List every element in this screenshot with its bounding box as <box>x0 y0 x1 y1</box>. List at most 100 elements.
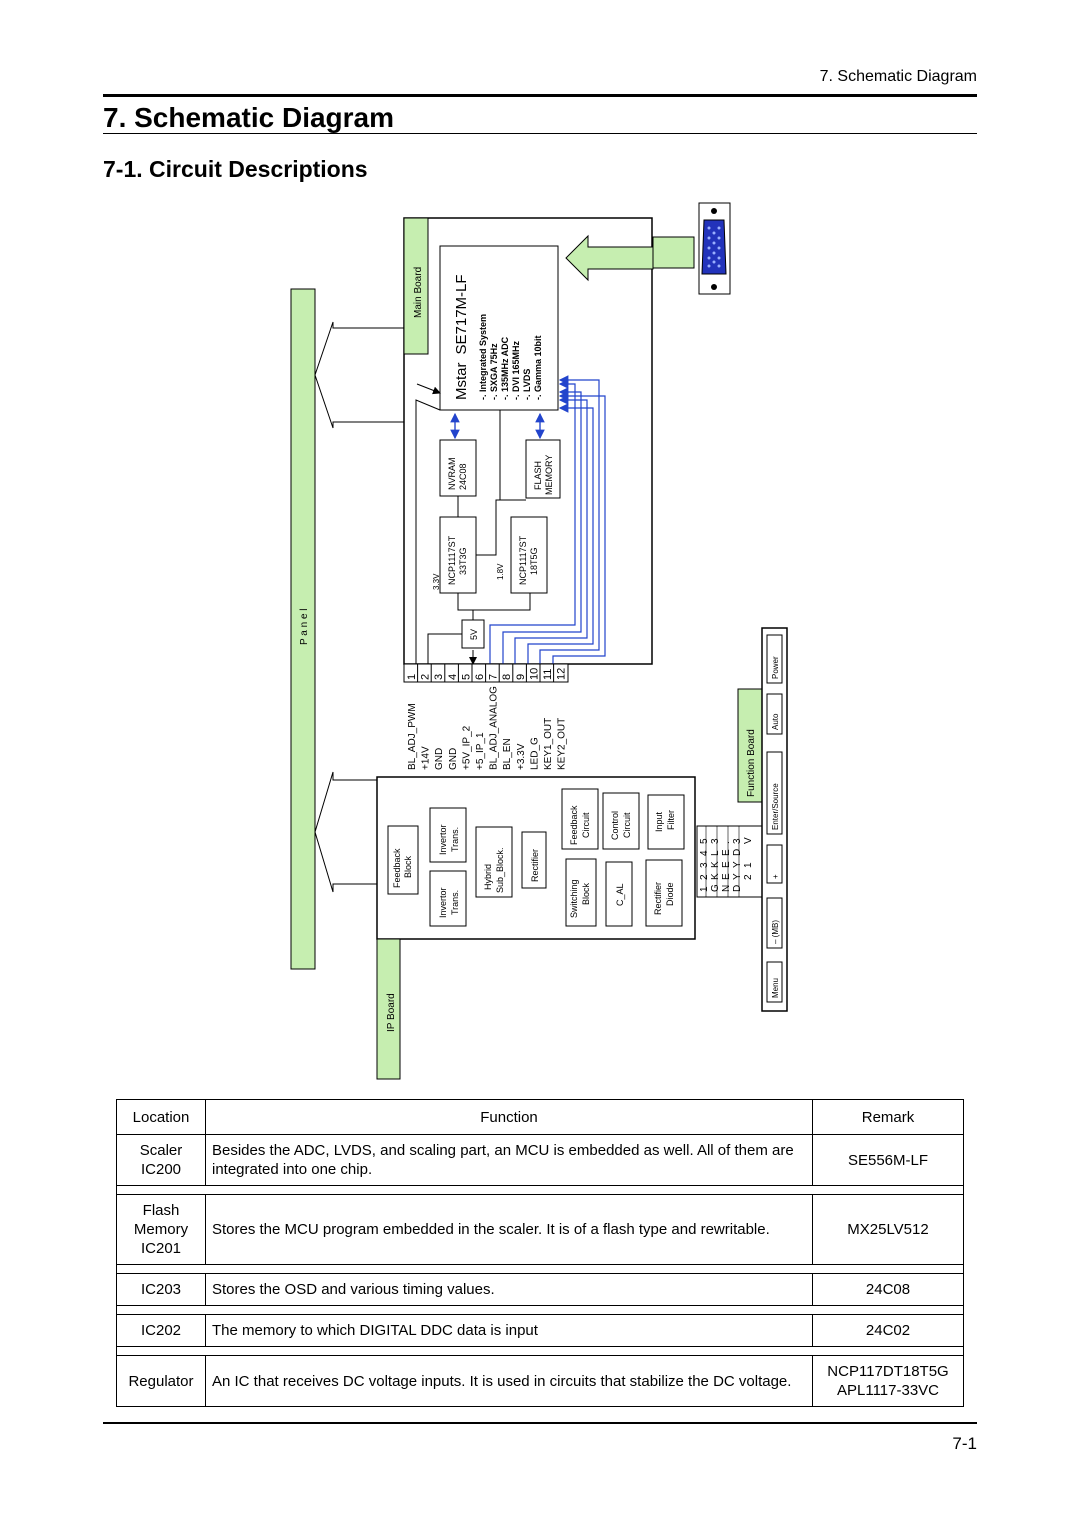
function-key-label: + <box>771 874 780 879</box>
panel-block: P a n e l <box>290 288 316 970</box>
function-pin-cell: 2 <box>743 874 754 880</box>
function-key-label: Enter/Source <box>771 783 780 830</box>
invertor-bottom-label: Invertor <box>438 887 448 918</box>
vga-input-arrow <box>565 234 695 282</box>
pin-name: BL_ADJ_ANALOG <box>489 686 500 770</box>
reg1-suffix: 33T3G <box>458 547 468 575</box>
control-circuit-label: Control <box>610 811 620 840</box>
cell-remark: 24C02 <box>812 1314 964 1347</box>
function-key-label: Menu <box>771 978 780 998</box>
invertor-top-label: Invertor <box>438 824 448 855</box>
nvram-chip <box>439 439 477 497</box>
function-pin-cell: D <box>732 885 743 892</box>
reg-5v-label: 5V <box>469 629 479 640</box>
function-pin-cell: 3 <box>732 838 743 844</box>
scaler-part: SE717M-LF <box>453 274 470 354</box>
function-pin-cell: 3 <box>710 838 721 844</box>
section-title: 7-1. Circuit Descriptions <box>103 156 368 182</box>
header-function: Function <box>205 1099 813 1135</box>
pin-number: 7 <box>488 674 500 680</box>
pin-name: +3.3V <box>516 743 527 770</box>
function-pin-cell: G <box>710 884 721 892</box>
cell-remark: NCP117DT18T5G APL1117-33VC <box>812 1355 964 1407</box>
function-pin-cell: Y <box>732 873 743 880</box>
ip-board-label: IP Board <box>386 993 397 1032</box>
function-pin-cell: K <box>710 873 721 880</box>
pin-name: +5_IP_1 <box>475 732 486 770</box>
function-key <box>766 693 783 735</box>
hybrid-sub: Sub_Block. <box>495 847 505 893</box>
function-pin-cell: V <box>743 837 754 844</box>
pin-name: KEY1_OUT <box>543 718 554 770</box>
function-pin-cell: 5 <box>699 838 710 844</box>
rectifier-diode-sub: Diode <box>665 882 675 906</box>
table-spacer <box>116 1185 964 1195</box>
switching-block-sub: Block <box>581 882 591 905</box>
pin-number: 6 <box>474 674 486 680</box>
flash-chip <box>525 439 561 499</box>
cell-location: Scaler IC200 <box>116 1134 206 1186</box>
cell-function: Stores the OSD and various timing values… <box>205 1273 813 1306</box>
c-al-label: C_AL <box>615 883 625 906</box>
cell-location: IC203 <box>116 1273 206 1306</box>
nvram-label: NVRAM <box>447 457 457 490</box>
input-filter-label: Input <box>654 811 664 832</box>
function-pin-cell: E <box>721 873 732 880</box>
pin-number: 12 <box>556 668 568 680</box>
flash-memory-label: MEMORY <box>544 455 554 495</box>
header-location: Location <box>116 1099 206 1135</box>
feedback-block-sub: Block <box>403 855 413 878</box>
switching-block-label: Switching <box>569 879 579 918</box>
rectifier-label: Rectifier <box>530 849 540 882</box>
cell-function: An IC that receives DC voltage inputs. I… <box>205 1355 813 1407</box>
function-pin-cell: 4 <box>699 850 710 856</box>
table-header-row: Location Function Remark <box>116 1099 964 1135</box>
scaler-feature: -. Gamma 10bit <box>533 335 543 400</box>
cell-remark: MX25LV512 <box>812 1194 964 1265</box>
table-spacer <box>116 1305 964 1315</box>
function-pin-cell: 2 <box>699 874 710 880</box>
feedback-block-label: Feedback <box>392 848 402 888</box>
function-pin-cell: D <box>732 849 743 856</box>
reg1-voltage: 3.3V <box>432 573 441 590</box>
cell-location: IC202 <box>116 1314 206 1347</box>
pin-name: KEY2_OUT <box>557 718 568 770</box>
feedback-circuit-label: Feedback <box>569 805 579 845</box>
block-diagram: P a n e l Main Board MstarSE717M-LF -. I… <box>290 202 788 1080</box>
function-key-label: Power <box>771 656 780 679</box>
pin-number: 10 <box>528 668 540 680</box>
function-pin-cell: 3 <box>699 862 710 868</box>
table-spacer <box>116 1264 964 1274</box>
reg1-part: NCP1117ST <box>447 535 457 585</box>
reg2-part: NCP1117ST <box>518 535 528 585</box>
panel-label: P a n e l <box>299 608 310 645</box>
cell-remark: 24C08 <box>812 1273 964 1306</box>
pin-number: 11 <box>542 669 554 680</box>
scaler-feature: -. SXGA 75Hz <box>489 343 499 400</box>
function-pin-cell: 1 <box>699 886 710 892</box>
scaler-feature: -. Integrated System <box>478 314 488 400</box>
hybrid-label: Hybrid <box>483 864 493 890</box>
flash-label: FLASH <box>533 461 543 490</box>
ip-board: IP Board Feedback Block Invertor Trans. … <box>376 776 696 1080</box>
pin-number: 5 <box>460 674 472 680</box>
main-connector: 1BL_ADJ_PWM2+14V3GND4GND5+5V_IP_26+5_IP_… <box>403 663 569 770</box>
reg2-voltage: 1.8V <box>496 563 505 580</box>
regulator-1v8 <box>510 516 548 594</box>
cell-function: Stores the MCU program embedded in the s… <box>205 1194 813 1265</box>
function-board-label: Function Board <box>746 729 757 797</box>
pin-number: 8 <box>501 674 513 680</box>
vga-connector-icon <box>698 202 731 295</box>
pin-name: BL_EN <box>502 738 513 770</box>
scaler-features: -. Integrated System -. SXGA 75Hz -. 135… <box>478 314 543 400</box>
invertor-bottom-sub: Trans. <box>450 890 460 915</box>
main-board-label: Main Board <box>413 267 424 318</box>
function-key <box>766 751 783 835</box>
